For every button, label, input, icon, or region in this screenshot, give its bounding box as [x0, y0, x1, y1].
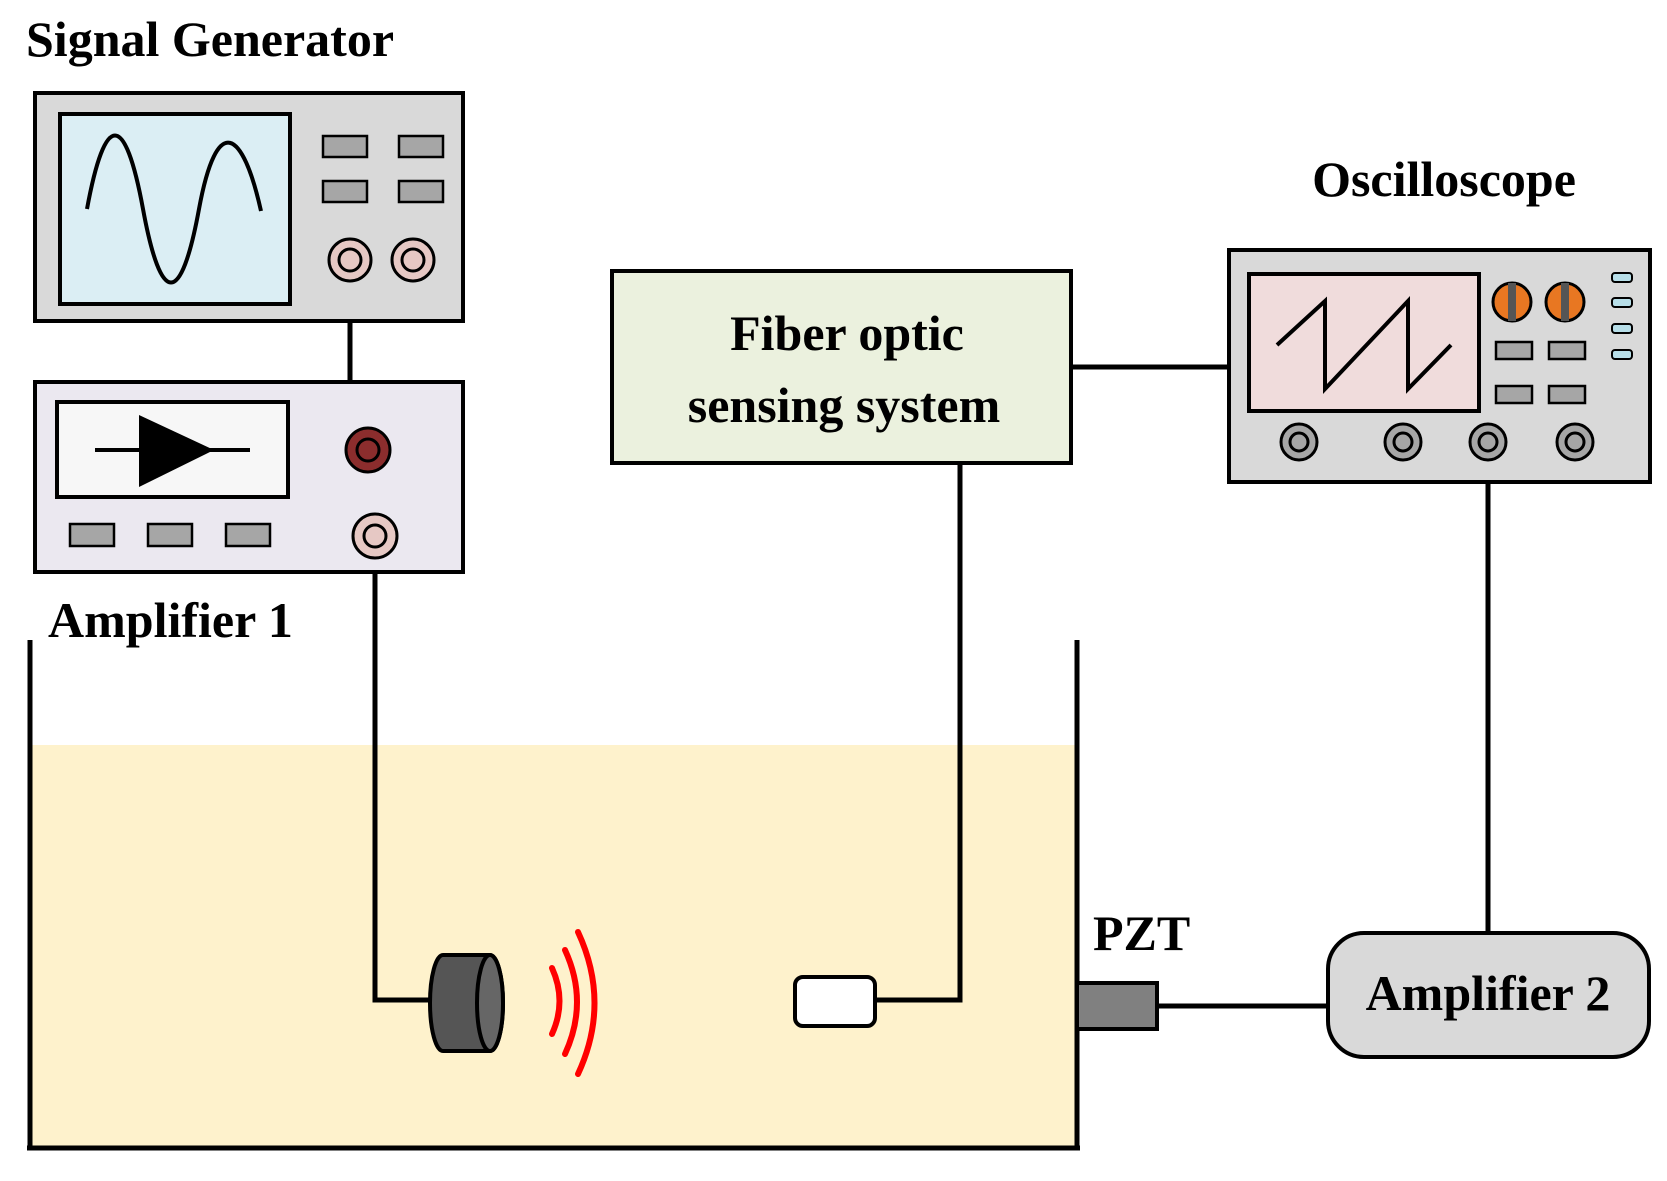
sawtooth-wave-icon	[1275, 295, 1453, 395]
signal-generator-button	[397, 179, 445, 204]
oscilloscope-button	[1547, 384, 1587, 405]
oscilloscope-indicator	[1611, 297, 1633, 308]
fiber-optic-sensor	[793, 975, 877, 1028]
signal-generator-label: Signal Generator	[26, 11, 394, 67]
signal-generator: Signal Generator	[26, 11, 465, 323]
oscilloscope-knob	[1491, 281, 1533, 323]
oscilloscope-indicator	[1611, 272, 1633, 283]
signal-generator-button	[397, 134, 445, 159]
amplifier-2-body	[1326, 931, 1651, 1059]
oscilloscope-knob	[1544, 281, 1586, 323]
oscilloscope-input-jack	[1279, 422, 1319, 462]
oscilloscope-screen	[1247, 272, 1481, 413]
wire-sensor-to-fiber-system	[875, 463, 963, 1003]
oscilloscope-label: Oscilloscope	[1312, 151, 1576, 207]
signal-generator-output-jack	[327, 237, 373, 283]
signal-generator-jack	[390, 237, 436, 283]
ultrasonic-transducer	[428, 953, 505, 1053]
amplifier-1-input-jack	[344, 426, 392, 474]
transducer-face	[475, 953, 505, 1053]
amplifier-symbol-icon	[95, 415, 250, 487]
signal-generator-screen	[58, 112, 292, 306]
amplifier-1-label: Amplifier 1	[48, 592, 293, 648]
amplifier-1: Amplifier 1	[33, 380, 465, 648]
pzt-sensor: PZT	[1075, 905, 1190, 1031]
fiber-optic-sensing-system: Fiber optic sensing system	[610, 269, 1073, 465]
pzt-label: PZT	[1093, 905, 1190, 961]
water-body	[30, 745, 1077, 1148]
oscilloscope: Oscilloscope	[1227, 151, 1652, 484]
oscilloscope-button	[1547, 340, 1587, 361]
amplifier-1-output-jack	[351, 512, 399, 560]
signal-generator-button	[321, 134, 369, 159]
oscilloscope-input-jack	[1383, 422, 1423, 462]
oscilloscope-button	[1494, 340, 1534, 361]
fiber-system-label-line1: Fiber optic	[730, 305, 964, 361]
amplifier-2-label: Amplifier 2	[1366, 965, 1611, 1021]
oscilloscope-indicator	[1611, 349, 1633, 360]
amplifier-1-button	[146, 522, 194, 548]
acoustic-wave-icon	[549, 929, 598, 1077]
amplifier-2: Amplifier 2	[1326, 931, 1651, 1059]
oscilloscope-button	[1494, 384, 1534, 405]
wire-amplifier1-to-transducer	[372, 537, 432, 1003]
fiber-system-label-line2: sensing system	[688, 377, 1001, 433]
sine-wave-icon	[85, 133, 263, 285]
fiber-system-box	[610, 269, 1073, 465]
wires	[347, 265, 1491, 1009]
signal-generator-button	[321, 179, 369, 204]
oscilloscope-indicator	[1611, 323, 1633, 334]
oscilloscope-input-jack	[1468, 422, 1508, 462]
amplifier-1-button	[68, 522, 116, 548]
pzt-body	[1075, 981, 1159, 1031]
amplifier-1-button	[224, 522, 272, 548]
oscilloscope-input-jack	[1555, 422, 1595, 462]
water-tank	[27, 640, 1080, 1151]
